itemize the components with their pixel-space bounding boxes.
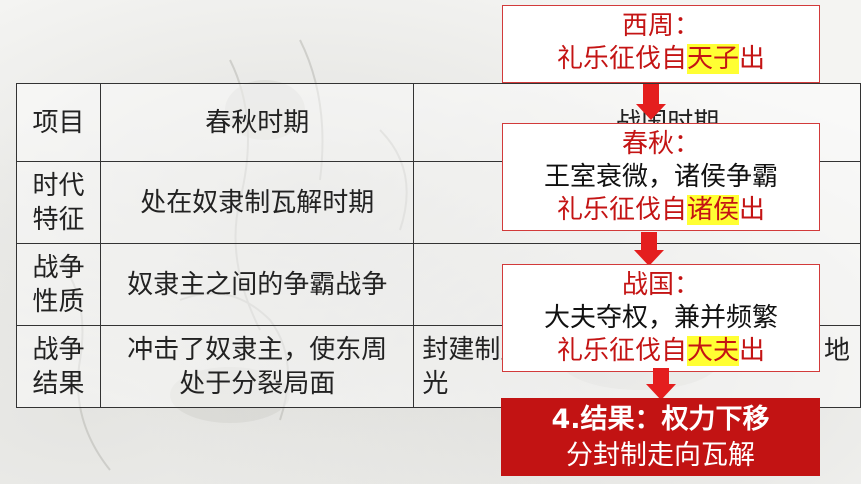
row-label-line: 结果	[32, 368, 85, 399]
line-suffix: 出	[739, 44, 766, 74]
down-arrow-icon	[634, 232, 664, 266]
line-suffix: 出	[739, 336, 766, 366]
highlighted-term: 天子	[686, 44, 739, 74]
row-label-line: 战争	[32, 334, 85, 365]
cell-result-spring-autumn: 冲击了奴隶主，使东周处于分裂局面	[100, 325, 415, 408]
row-label-line: 时代	[32, 170, 85, 201]
west-zhou-box: 西周： 礼乐征伐自天子出	[502, 5, 820, 83]
result-box: 4.结果：权力下移 分封制走向瓦解	[501, 398, 820, 476]
line-prefix: 礼乐征伐自	[556, 44, 687, 74]
west-zhou-title: 西周：	[621, 11, 700, 41]
row-label-era: 时代特征	[15, 161, 102, 244]
row-label-line: 性质	[32, 286, 85, 317]
warring-states-line: 礼乐征伐自大夫出	[503, 335, 819, 368]
down-arrow-icon	[636, 84, 666, 120]
warring-states-box: 战国： 大夫夺权，兼并频繁 礼乐征伐自大夫出	[502, 264, 820, 372]
spring-autumn-box: 春秋： 王室衰微，诸侯争霸 礼乐征伐自诸侯出	[502, 123, 820, 231]
header-spring-autumn: 春秋时期	[100, 83, 415, 162]
cell-line: 冲击了奴隶主，使东周	[127, 334, 388, 365]
result-line-1: 4.结果：权力下移	[551, 404, 770, 435]
highlighted-term: 大夫	[686, 336, 739, 366]
row-label-result: 战争结果	[15, 325, 102, 408]
spring-autumn-desc: 王室衰微，诸侯争霸	[543, 162, 778, 192]
row-label-line: 特征	[32, 204, 85, 235]
cell-line: 光	[422, 368, 449, 399]
spring-autumn-line: 礼乐征伐自诸侯出	[503, 194, 819, 227]
down-arrow-icon	[646, 368, 676, 400]
line-prefix: 礼乐征伐自	[556, 336, 687, 366]
warring-states-title: 战国：	[621, 270, 700, 300]
row-label-nature: 战争性质	[15, 243, 102, 326]
cell-nature-spring-autumn: 奴隶主之间的争霸战争	[100, 243, 415, 326]
warring-states-desc: 大夫夺权，兼并频繁	[543, 303, 778, 333]
row-label-line: 战争	[32, 252, 85, 283]
west-zhou-line: 礼乐征伐自天子出	[503, 43, 819, 76]
highlighted-term: 诸侯	[686, 195, 739, 225]
result-line-2: 分封制走向瓦解	[566, 440, 755, 471]
line-suffix: 出	[739, 195, 766, 225]
header-item: 项目	[15, 83, 102, 162]
cell-era-spring-autumn: 处在奴隶制瓦解时期	[100, 161, 415, 244]
spring-autumn-title: 春秋：	[621, 129, 700, 159]
line-prefix: 礼乐征伐自	[556, 195, 687, 225]
cell-fragment: 地	[823, 336, 850, 366]
cell-line: 处于分裂局面	[179, 368, 336, 399]
